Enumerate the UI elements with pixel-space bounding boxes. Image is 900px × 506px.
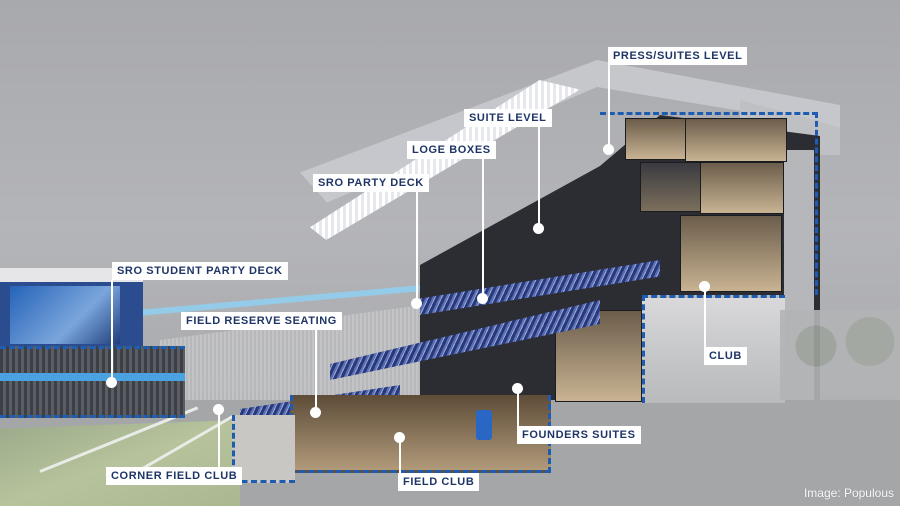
leader-line [315,330,317,410]
corner-field-club-room [232,415,295,483]
tiger-logo-icon [476,410,492,440]
ribbon-board [0,373,185,381]
leader-line [399,440,401,474]
leader-line [608,65,610,150]
callout-label: SRO STUDENT PARTY DECK [112,262,288,280]
callout-dot [213,404,224,415]
student-section-stands [0,346,185,418]
image-credit: Image: Populous [803,486,894,500]
suite-room [640,162,702,212]
leader-line [416,192,418,302]
video-scoreboard [0,268,143,360]
callout-label: CLUB [704,347,747,365]
callout-dot [512,383,523,394]
callout-dot [394,432,405,443]
callout-dot [411,298,422,309]
callout-dot [106,377,117,388]
press-suite-room [685,118,787,162]
callout-label: LOGE BOXES [407,141,496,159]
upper-club-room [680,215,782,292]
callout-label: SRO PARTY DECK [313,174,429,192]
suite-room [700,162,784,214]
callout-dot [603,144,614,155]
press-room [625,118,687,160]
leader-line [482,159,484,295]
callout-dot [477,293,488,304]
field-club-room [290,395,551,473]
background-trees [780,310,900,400]
leader-line [111,280,113,380]
scoreboard-screen [10,286,120,344]
callout-dot [310,407,321,418]
callout-label: FIELD RESERVE SEATING [181,312,342,330]
callout-label: PRESS/SUITES LEVEL [608,47,748,65]
leader-line [517,390,519,428]
callout-label: FOUNDERS SUITES [517,426,641,444]
callout-label: SUITE LEVEL [464,109,552,127]
callout-dot [533,223,544,234]
callout-label: CORNER FIELD CLUB [106,467,243,485]
callout-dot [699,281,710,292]
leader-line [538,127,540,227]
leader-line [218,412,220,468]
leader-line [704,288,706,348]
callout-label: FIELD CLUB [398,473,480,491]
